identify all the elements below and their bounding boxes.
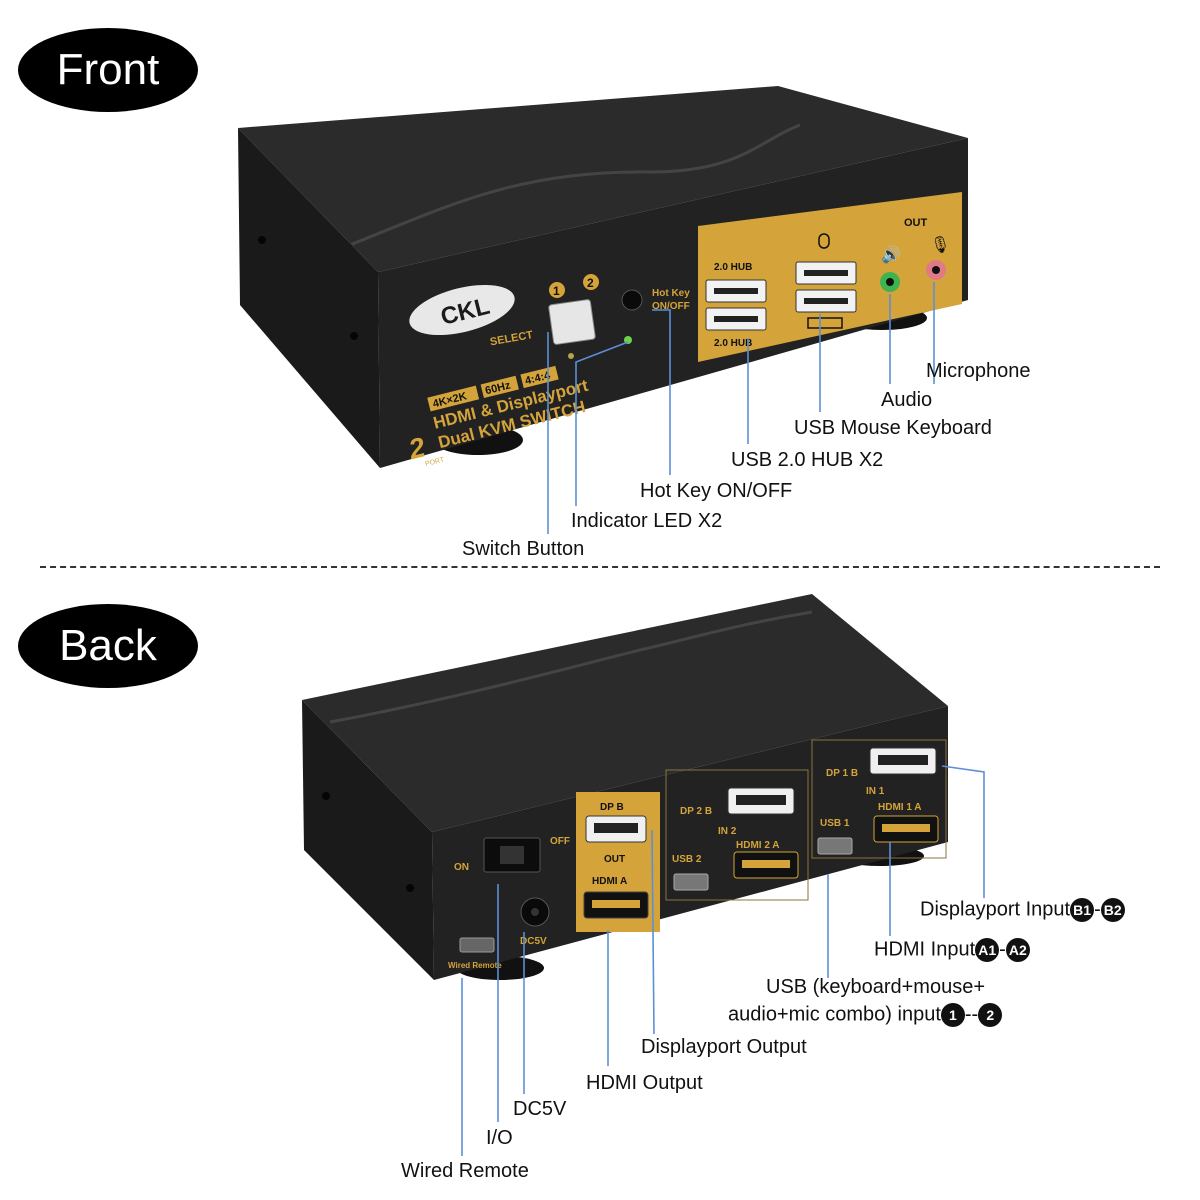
input-2-frame [665, 769, 809, 901]
callout-displayport-input-text: Displayport Input [920, 898, 1071, 921]
dc-label: DC5V [520, 936, 547, 947]
callout-usb-hub: USB 2.0 HUB X2 [731, 449, 884, 471]
usb-n2-badge: 2 [978, 1003, 1003, 1027]
hdmi2a-label: HDMI 2 A [736, 840, 780, 851]
dp1b-label: DP 1 B [826, 768, 858, 779]
front-side-screw [350, 332, 358, 340]
port-count: 2 [405, 431, 429, 465]
front-device-image: CKL 1 2 SELECT Hot Key ON/OFF 4K×2K 60Hz… [238, 86, 968, 534]
back-face [432, 706, 948, 980]
keyboard-icon [807, 317, 843, 329]
callout-hot-key: Hot Key ON/OFF [640, 480, 793, 502]
on-label: ON [454, 862, 469, 873]
callout-switch-button: Switch Button [462, 538, 585, 560]
dp-b1-badge: B1 [1070, 898, 1095, 922]
callout-dc5v: DC5V [513, 1098, 567, 1120]
hub-top-label: 2.0 HUB [714, 262, 752, 273]
callout-hdmi-input-text: HDMI Input [874, 938, 976, 961]
back-top-curve [329, 610, 813, 724]
mouse-icon [818, 233, 830, 249]
callout-wired-remote: Wired Remote [401, 1160, 529, 1182]
hdmi-a2-badge: A2 [1005, 938, 1030, 962]
callout-microphone: Microphone [926, 360, 1031, 382]
dp-sep: - [1094, 898, 1101, 921]
callout-displayport-output: Displayport Output [641, 1036, 807, 1058]
port-word: PORT [425, 456, 446, 468]
back-device-image: ON OFF DC5V Wired Remote DP B OUT HDMI A… [302, 594, 985, 1156]
select-indicator-1-label: 1 [553, 284, 560, 298]
front-side-screw [258, 236, 266, 244]
front-top-curve [349, 123, 801, 247]
usb2-label: USB 2 [672, 854, 702, 865]
select-indicator-2-label: 2 [587, 276, 594, 290]
hub-bottom-label: 2.0 HUB [714, 338, 752, 349]
usb-input-2-port[interactable] [673, 873, 709, 891]
callout-usb-input-text: audio+mic combo) input [728, 1003, 941, 1026]
input-1-frame [811, 739, 947, 859]
indicator-led-1 [568, 353, 574, 359]
wired-remote-label: Wired Remote [448, 961, 502, 970]
spec-badge-hz [480, 375, 519, 399]
front-side-face [238, 128, 380, 468]
out-badge: OUT [604, 854, 625, 865]
select-switch-button[interactable] [548, 299, 596, 345]
hot-key-sublabel: ON/OFF [652, 301, 690, 312]
dp-b2-badge: B2 [1100, 898, 1125, 922]
wired-remote-port[interactable] [459, 937, 495, 953]
front-section-label: Front [18, 28, 198, 112]
in1-label: IN 1 [866, 786, 885, 797]
usb-sep: -- [964, 1003, 979, 1026]
callout-usb-input-line1: USB (keyboard+mouse+ [766, 976, 986, 998]
dp2b-label: DP 2 B [680, 806, 712, 817]
back-section-label: Back [18, 604, 198, 688]
back-leader-lines [461, 765, 985, 1156]
callout-audio: Audio [881, 389, 933, 411]
hdmi-sep: - [999, 938, 1006, 961]
section-divider [40, 566, 1160, 568]
callout-hdmi-output: HDMI Output [586, 1072, 703, 1094]
hot-key-label: Hot Key [652, 288, 690, 299]
back-side-screw [406, 884, 414, 892]
usb1-label: USB 1 [820, 818, 850, 829]
spec-badge-chroma [520, 365, 559, 389]
front-leader-lines [547, 282, 935, 534]
callout-usb-mouse-keyboard: USB Mouse Keyboard [794, 417, 992, 439]
ckl-logo [409, 284, 515, 336]
back-side-screw [322, 792, 330, 800]
hot-key-button[interactable] [621, 289, 643, 311]
back-top-face [302, 594, 948, 832]
in2-label: IN 2 [718, 826, 737, 837]
out-label: OUT [904, 217, 928, 229]
dp-b-label: DP B [600, 802, 624, 813]
hdmi1a-label: HDMI 1 A [878, 802, 922, 813]
speaker-icon: 🔊 [881, 245, 901, 264]
usb-n1-badge: 1 [940, 1003, 965, 1027]
hdmi-a-label: HDMI A [592, 876, 627, 887]
select-indicator-1 [549, 282, 565, 298]
callout-io: I/O [486, 1127, 513, 1149]
spec-badge-res [427, 385, 480, 412]
callout-indicator-led: Indicator LED X2 [571, 510, 723, 532]
hdmi-a1-badge: A1 [975, 938, 1000, 962]
microphone-icon: 🎙 [930, 236, 950, 254]
usb-input-1-port[interactable] [817, 837, 853, 855]
select-indicator-2 [583, 274, 599, 290]
off-label: OFF [550, 836, 570, 847]
back-side-face [302, 700, 434, 980]
